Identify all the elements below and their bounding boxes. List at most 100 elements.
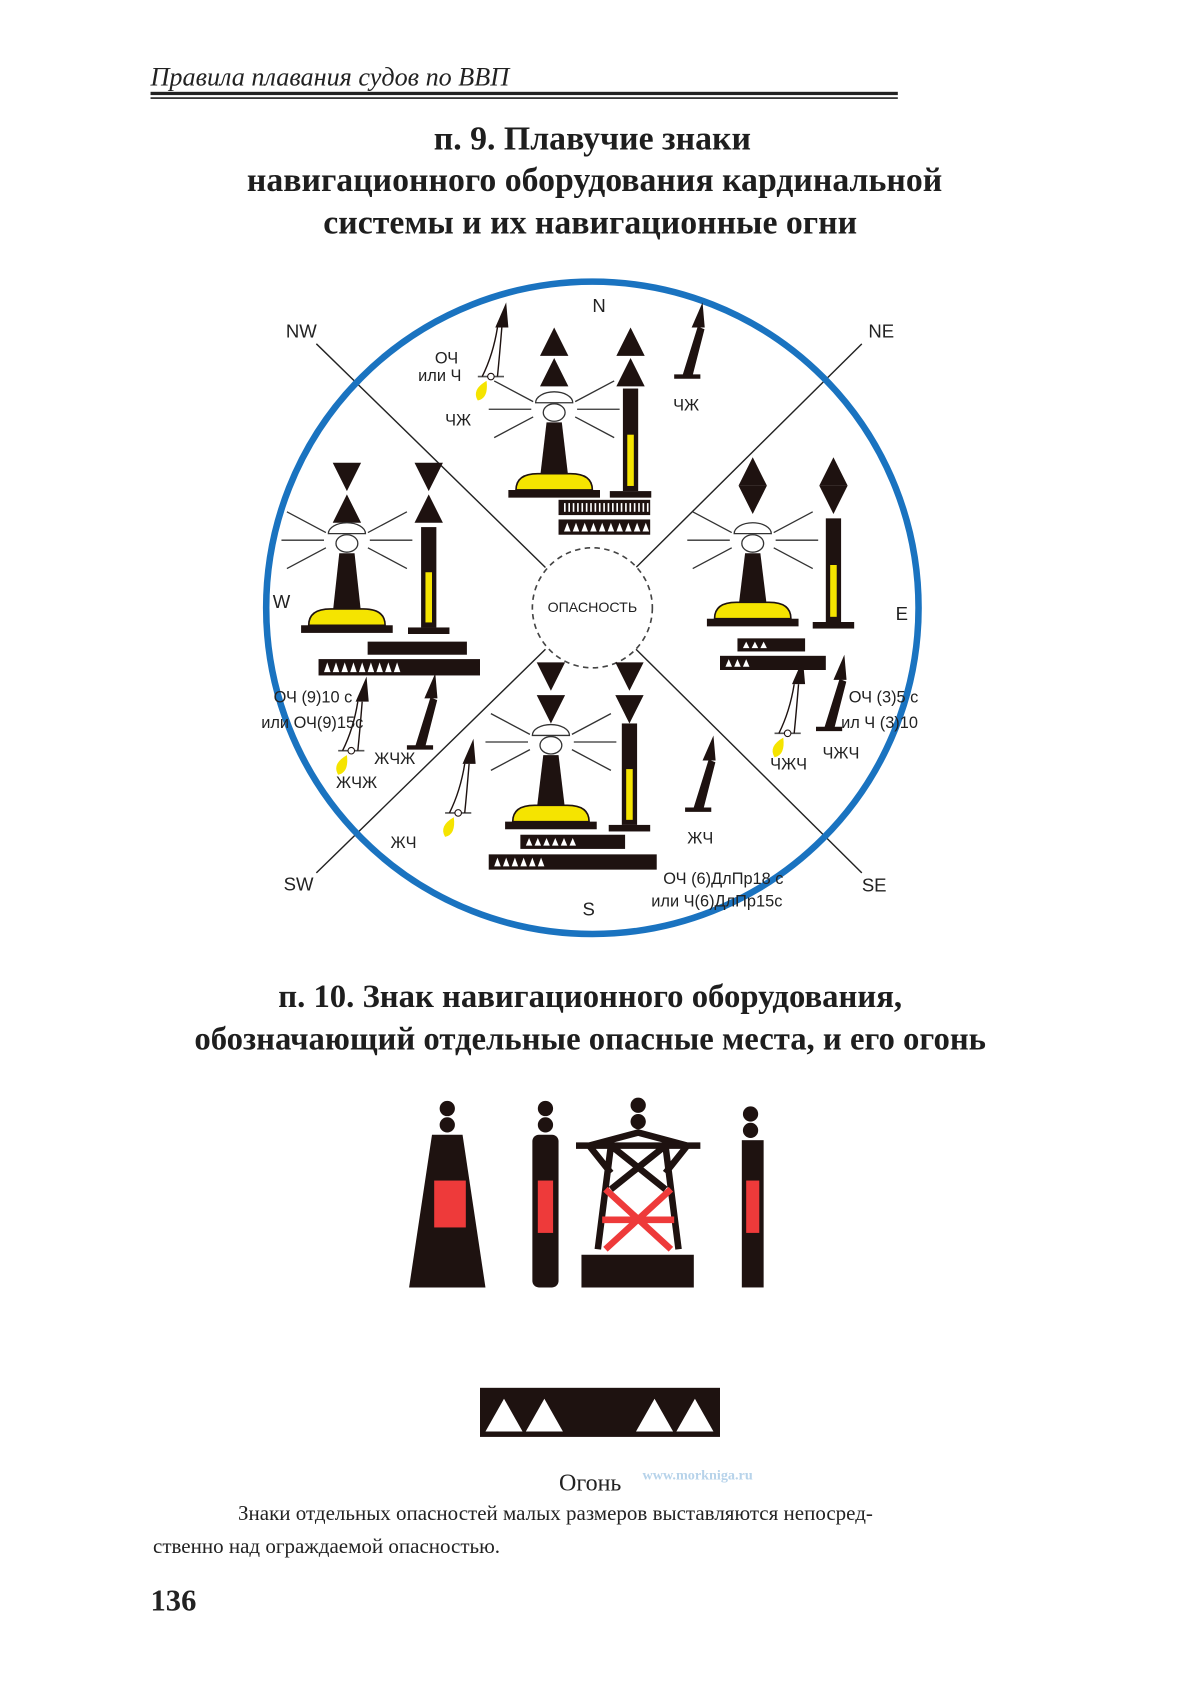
body-paragraph: Знаки отдельных опасностей малых размеро… <box>153 1497 1033 1563</box>
light-ray <box>692 547 733 570</box>
lamp-hood <box>534 391 574 404</box>
page-number: 136 <box>151 1583 197 1617</box>
lattice-base <box>581 1254 694 1288</box>
flash-tick <box>590 503 592 512</box>
pole-arrow <box>424 673 438 699</box>
flash-triangle <box>485 1398 523 1432</box>
pole <box>778 684 800 734</box>
label-w: W <box>273 591 291 612</box>
flash-tick <box>612 503 614 512</box>
buoy-float <box>515 472 594 491</box>
danger-label: ОПАСНОСТЬ <box>548 600 638 616</box>
topmark-cone-up <box>540 327 569 356</box>
west-buoys <box>281 462 480 775</box>
light-characteristic-bar <box>367 641 467 655</box>
spar-yellow-band <box>425 572 432 623</box>
flash-tick <box>598 503 601 512</box>
topmark-cone-down <box>536 695 566 724</box>
buoy-base <box>508 490 600 498</box>
w-light-label: или ОЧ(9)15с <box>261 714 363 732</box>
pole <box>341 701 363 752</box>
topmark-cone-down <box>615 695 644 724</box>
lattice-top <box>576 1129 701 1250</box>
label-ne: NE <box>868 320 894 341</box>
flash-triangle <box>543 838 550 846</box>
paragraph-line: Знаки отдельных опасностей малых размеро… <box>238 1501 873 1525</box>
flash-triangle <box>511 857 519 867</box>
paragraph-line: ственно над ограждаемой опасностью. <box>153 1534 501 1558</box>
flash-tick <box>568 503 570 512</box>
flash-tick <box>603 503 605 512</box>
spar-buoy-1 <box>532 1100 559 1288</box>
flash-triangle <box>734 659 741 667</box>
section9-title: п. 9. Плавучие знаки навигационного обор… <box>247 121 942 242</box>
light-ray <box>286 547 327 570</box>
section9-title-line: навигационного оборудования кардинальной <box>247 162 942 199</box>
topmark-cone-up <box>414 494 443 523</box>
flash-tick <box>607 503 610 512</box>
topmark-cone-up <box>332 494 362 523</box>
section9-title-line: п. 9. Плавучие знаки <box>434 121 751 158</box>
flash-triangle <box>324 662 331 673</box>
light-characteristic-bar <box>318 659 480 676</box>
red-band <box>434 1180 466 1228</box>
flash-triangle <box>393 662 401 673</box>
lamp <box>741 534 765 553</box>
flash-triangle <box>385 662 392 673</box>
pole-arrow <box>495 302 509 328</box>
lamp-hood <box>733 522 772 535</box>
pole-arrow <box>792 659 806 685</box>
n-light-label: или Ч <box>418 367 461 385</box>
light-flame-icon <box>443 817 455 837</box>
lamp-hood <box>327 522 367 535</box>
s-light-label: или Ч(6)ДлПр15с <box>651 893 782 911</box>
flash-triangle <box>581 522 588 532</box>
flash-tick <box>564 503 566 512</box>
topmark-cone-up <box>540 358 569 387</box>
topmark-cone-up <box>616 327 645 356</box>
light-labels: ОЧ или Ч ЧЖ ЧЖ ОЧ (9)10 с или ОЧ(9)15с Ж… <box>261 349 918 910</box>
topmark-cone-down <box>738 485 767 514</box>
topmark-ball <box>439 1117 455 1133</box>
spar-base <box>608 824 651 832</box>
danger-zone <box>531 547 654 669</box>
w-colors-2: ЖЧЖ <box>336 774 377 792</box>
label-n: N <box>592 295 605 316</box>
light-source <box>454 809 462 817</box>
spar-yellow-band <box>626 769 633 820</box>
buoy-tower <box>332 553 362 614</box>
spar-base <box>609 491 652 498</box>
flash-tick <box>633 503 636 512</box>
cone-buoy <box>409 1100 486 1288</box>
w-light-label: ОЧ (9)10 с <box>274 689 353 707</box>
flash-tick <box>581 503 584 512</box>
flash-triangle <box>537 857 545 867</box>
light-ray <box>493 380 534 403</box>
north-buoys <box>475 302 705 535</box>
light-flame-icon <box>772 737 784 758</box>
lattice-buoy <box>576 1097 701 1288</box>
spar-yellow-band <box>627 434 634 486</box>
flash-triangle <box>350 662 357 673</box>
flash-triangle <box>590 522 597 532</box>
flash-tick <box>646 503 649 512</box>
pole-arrow <box>702 735 716 761</box>
light-flame-icon <box>475 380 487 401</box>
light-symbol <box>480 1387 720 1437</box>
sw-axis <box>315 648 546 874</box>
flash-triangle <box>642 522 650 532</box>
s-light-label: ОЧ (6)ДлПр18 с <box>663 870 783 888</box>
e-light-label: ил Ч (3)10 <box>841 714 918 732</box>
light-source <box>783 729 792 738</box>
flash-triangle <box>560 838 568 846</box>
flash-triangle <box>636 1398 674 1432</box>
flash-triangle <box>598 522 606 532</box>
spar-base <box>812 622 855 629</box>
section9-title-line: системы и их навигационные огни <box>323 205 857 242</box>
buoy-float <box>307 608 386 627</box>
spar-yellow-band <box>830 565 837 617</box>
flash-triangle <box>552 838 559 846</box>
section10-title: п. 10. Знак навигационного оборудования,… <box>194 979 986 1058</box>
light-ray <box>571 713 612 735</box>
